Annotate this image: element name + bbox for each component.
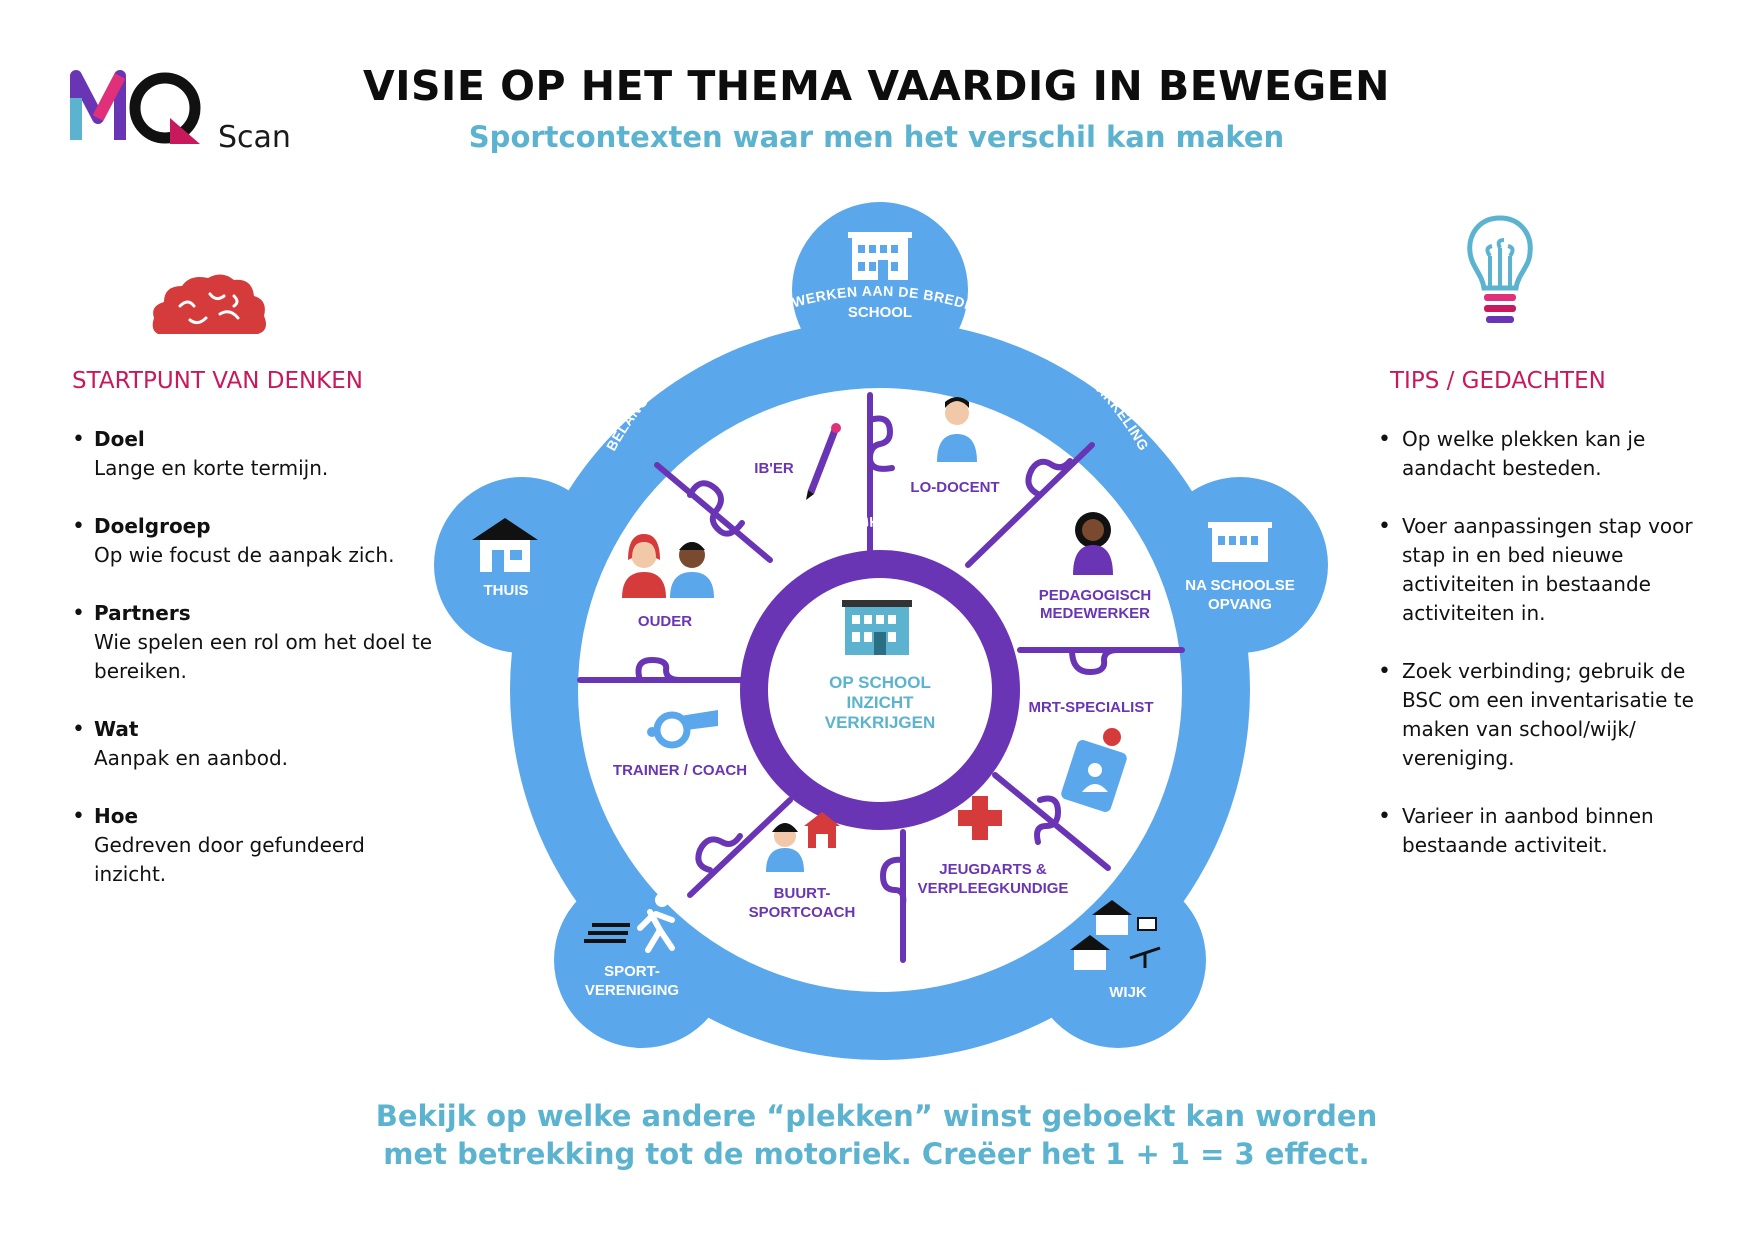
person-label-jeugdarts: JEUGDARTS & — [939, 861, 1047, 878]
mq-scan-logo: Scan — [70, 68, 310, 158]
brain-icon — [152, 274, 266, 334]
item-text: Op wie focust de aanpak zich. — [94, 543, 395, 567]
person-label-buurt: BUURT- — [774, 885, 831, 902]
person-label-lo-docent: LO-DOCENT — [910, 479, 999, 496]
place-label-sport: SPORT- — [604, 963, 660, 980]
item-title: Hoe — [94, 804, 139, 828]
item-title: Doel — [94, 427, 145, 451]
lightbulb-icon — [1467, 215, 1533, 323]
person-label-medewerker: MEDEWERKER — [1040, 605, 1150, 622]
runner-icon — [584, 893, 675, 953]
center-line: VERKRIJGEN — [825, 713, 936, 732]
place-label-school: SCHOOL — [848, 304, 912, 321]
person-label-sportcoach: SPORTCOACH — [749, 904, 856, 921]
person-label-mrt: MRT-SPECIALIST — [1028, 699, 1153, 716]
place-label-opvang: OPVANG — [1208, 596, 1272, 613]
worker-icon — [1073, 512, 1113, 575]
center-school-icon — [842, 600, 912, 655]
item-text: Wie spelen een rol om het doel te bereik… — [94, 630, 432, 683]
page-title: VISIE OP HET THEMA VAARDIG IN BEWEGEN — [363, 62, 1390, 110]
place-label-wijk: WIJK — [1109, 984, 1147, 1001]
person-label-pedagogisch: PEDAGOGISCH — [1039, 587, 1152, 604]
place-label-na-schoolse: NA SCHOOLSE — [1185, 577, 1294, 594]
mq-logo-mark — [70, 70, 201, 144]
item-text: Lange en korte termijn. — [94, 456, 329, 480]
badge-icon — [1061, 728, 1127, 812]
person-label-verpleegkundige: VERPLEEGKUNDIGE — [918, 880, 1069, 897]
right-heading: TIPS / GEDACHTEN — [1390, 368, 1606, 394]
footer-line-2: met betrekking tot de motoriek. Creëer h… — [383, 1137, 1370, 1171]
item-text: Aanpak en aanbod. — [94, 746, 289, 770]
logo-suffix: Scan — [218, 120, 291, 155]
item-title: Partners — [94, 601, 191, 625]
left-heading: STARTPUNT VAN DENKEN — [72, 368, 364, 394]
footer-message: Bekijk op welke andere “plekken” winst g… — [0, 1097, 1753, 1173]
list-item: Zoek verbinding; gebruik de BSC om een i… — [1378, 657, 1698, 773]
whistle-icon — [647, 710, 718, 749]
list-item: Voer aanpassingen stap voor stap in en b… — [1378, 512, 1698, 628]
page-subtitle: Sportcontexten waar men het verschil kan… — [468, 120, 1285, 154]
house-icon — [472, 518, 538, 572]
center-line: OP SCHOOL — [829, 673, 931, 692]
coach-icon — [766, 812, 840, 872]
tips-list: Op welke plekken kan je aandacht bestede… — [1378, 425, 1698, 889]
person-label-trainer: TRAINER / COACH — [613, 762, 747, 779]
person-label-ouder: OUDER — [638, 613, 692, 630]
center-line: INZICHT — [846, 693, 914, 712]
teacher-icon — [937, 397, 977, 462]
place-label-thuis: THUIS — [484, 582, 529, 599]
puzzle-dividers — [577, 392, 1185, 963]
hub-center — [768, 578, 992, 802]
item-title: Wat — [94, 717, 139, 741]
item-title: Doelgroep — [94, 514, 211, 538]
list-item: Op welke plekken kan je aandacht bestede… — [1378, 425, 1698, 483]
medical-cross-icon — [958, 796, 1002, 840]
neighborhood-icon — [1070, 900, 1161, 970]
pen-icon — [806, 423, 841, 500]
building-icon — [1208, 522, 1272, 562]
center-label: OP SCHOOL INZICHT VERKRIJGEN — [825, 673, 936, 732]
place-label-vereniging: VERENIGING — [585, 982, 679, 999]
parents-icon — [622, 534, 714, 598]
footer-line-1: Bekijk op welke andere “plekken” winst g… — [375, 1099, 1378, 1133]
person-label-iber: IB'ER — [754, 460, 794, 477]
list-item: Doelgroep Op wie focust de aanpak zich. — [72, 512, 432, 570]
school-icon — [848, 232, 912, 280]
item-text: Gedreven door gefundeerd inzicht. — [94, 833, 365, 886]
list-item: Varieer in aanbod binnen bestaande activ… — [1378, 802, 1698, 860]
